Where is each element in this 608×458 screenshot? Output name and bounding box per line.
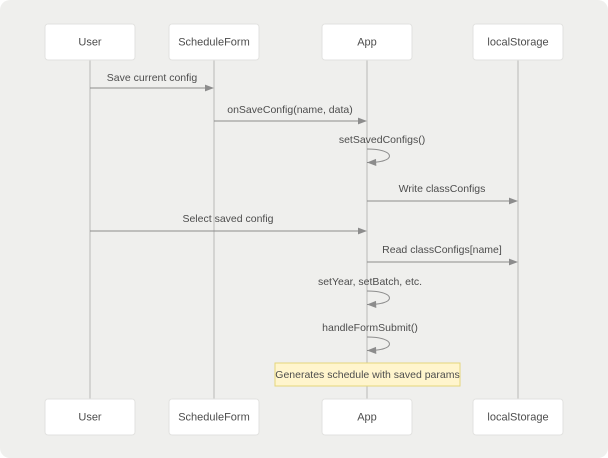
actors-bottom: User ScheduleForm App localStorage: [44, 398, 564, 436]
message-setsavedconfigs-arrowhead: [367, 158, 377, 166]
message-setyear-setbatch-arrowhead: [367, 300, 377, 308]
message-save-current-config-arrowhead: [205, 84, 214, 92]
actor-top-app-label: App: [357, 36, 377, 48]
actor-bottom-localstorage[interactable]: localStorage: [472, 398, 564, 436]
actor-top-scheduleform-box: [168, 23, 260, 61]
message-setsavedconfigs-label: setSavedConfigs(): [339, 134, 425, 146]
actor-top-localstorage-label: localStorage: [487, 36, 548, 48]
message-read-classconfigs-arrowhead: [509, 258, 518, 266]
message-onsaveconfig-arrowhead: [358, 117, 367, 125]
message-handleformsubmit[interactable]: handleFormSubmit(): [322, 322, 418, 354]
messages: Save current config onSaveConfig(name, d…: [90, 72, 518, 354]
message-setyear-setbatch-loop: [366, 290, 390, 306]
actor-bottom-user-label: User: [78, 411, 102, 423]
message-handleformsubmit-loop: [366, 336, 390, 352]
message-setsavedconfigs-loop: [366, 148, 390, 164]
actor-top-user[interactable]: User: [44, 23, 136, 61]
message-onsaveconfig-label: onSaveConfig(name, data): [227, 104, 353, 116]
actor-bottom-localstorage-label: localStorage: [487, 411, 548, 423]
message-write-classconfigs-arrowhead: [509, 197, 518, 205]
actor-top-localstorage-box: [472, 23, 564, 61]
actor-top-user-box: [44, 23, 136, 61]
actor-bottom-app-box: [321, 398, 413, 436]
message-setsavedconfigs[interactable]: setSavedConfigs(): [339, 134, 425, 166]
message-save-current-config-label: Save current config: [107, 72, 198, 84]
actors-top: User ScheduleForm App localStorage: [44, 23, 564, 61]
actor-bottom-scheduleform[interactable]: ScheduleForm: [168, 398, 260, 436]
actor-top-localstorage[interactable]: localStorage: [472, 23, 564, 61]
actor-top-user-label: User: [78, 36, 102, 48]
message-read-classconfigs[interactable]: Read classConfigs[name]: [367, 244, 518, 266]
actor-bottom-user[interactable]: User: [44, 398, 136, 436]
message-read-classconfigs-label: Read classConfigs[name]: [382, 244, 502, 256]
actor-bottom-scheduleform-label: ScheduleForm: [178, 411, 250, 423]
message-handleformsubmit-arrowhead: [367, 346, 377, 354]
actor-bottom-user-box: [44, 398, 136, 436]
actor-top-scheduleform[interactable]: ScheduleForm: [168, 23, 260, 61]
message-write-classconfigs[interactable]: Write classConfigs: [367, 183, 518, 205]
message-write-classconfigs-label: Write classConfigs: [399, 183, 486, 195]
actor-bottom-scheduleform-box: [168, 398, 260, 436]
message-select-saved-config[interactable]: Select saved config: [90, 213, 367, 235]
message-setyear-setbatch-label: setYear, setBatch, etc.: [318, 276, 422, 288]
actor-bottom-app-label: App: [357, 411, 377, 423]
message-setyear-setbatch[interactable]: setYear, setBatch, etc.: [318, 276, 422, 308]
note-generates-schedule-label: Generates schedule with saved params: [275, 369, 459, 381]
actor-bottom-localstorage-box: [472, 398, 564, 436]
message-onsaveconfig[interactable]: onSaveConfig(name, data): [214, 104, 367, 125]
actor-top-app[interactable]: App: [321, 23, 413, 61]
actor-top-scheduleform-label: ScheduleForm: [178, 36, 250, 48]
actor-top-app-box: [321, 23, 413, 61]
note-generates-schedule-box: [274, 362, 461, 387]
message-handleformsubmit-label: handleFormSubmit(): [322, 322, 418, 334]
note-generates-schedule[interactable]: Generates schedule with saved params: [274, 362, 461, 387]
lifelines: [89, 60, 519, 399]
actor-bottom-app[interactable]: App: [321, 398, 413, 436]
message-select-saved-config-arrowhead: [358, 227, 367, 235]
message-select-saved-config-label: Select saved config: [182, 213, 273, 225]
message-save-current-config[interactable]: Save current config: [90, 72, 214, 92]
